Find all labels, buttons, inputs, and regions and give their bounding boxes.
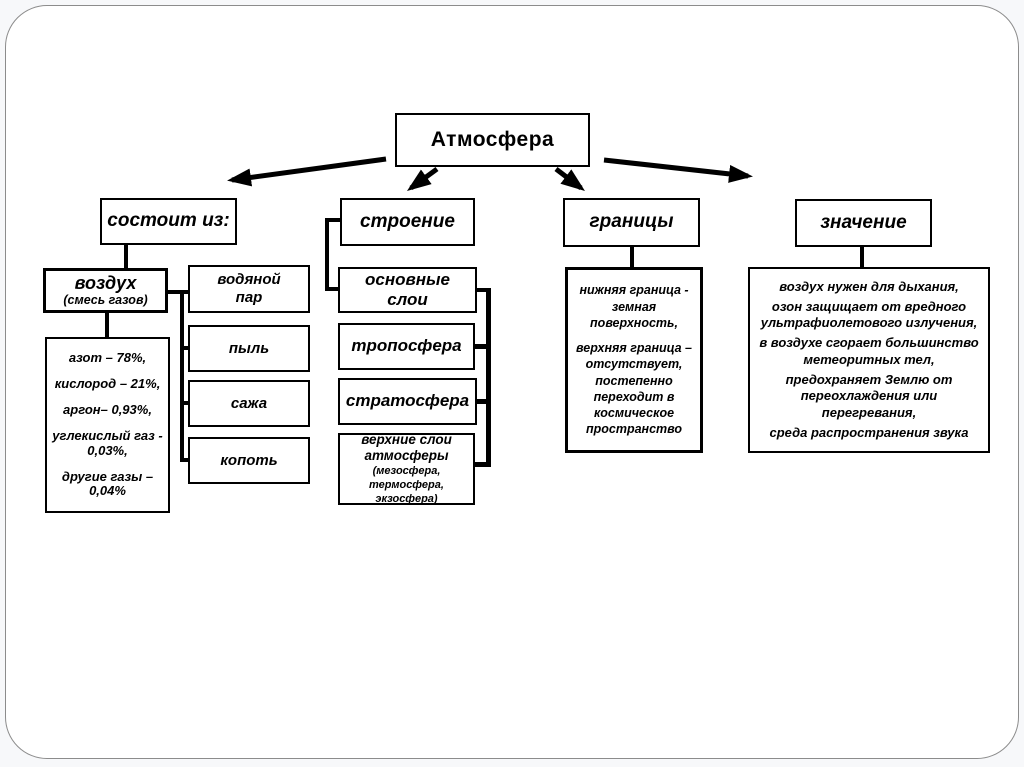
troposphere-label: тропосфера [351,336,462,356]
smut-label: копоть [220,451,278,469]
water-vapor-node: водяной пар [188,265,310,313]
importance-item-breathing: воздух нужен для дыхания, [779,278,959,294]
connector-air-trunk [168,290,188,294]
importance-item-temperature: предохраняет Землю от переохлаждения или… [785,371,953,420]
importance-item-ozone: озон защищает от вредного ультрафиолетов… [760,298,978,331]
borders-header-node: границы [563,198,700,247]
importance-item-sound: среда распространения звука [769,424,969,440]
upper-border-text: верхняя граница – отсутствует, постепенн… [576,341,692,437]
connector-composition-air [124,243,128,268]
gas-argon: аргон– 0,93%, [63,401,152,417]
upper-layers-sublabel: (мезосфера, термосфера, экзосфера) [369,465,444,505]
connector-air-gases [105,311,109,337]
air-label: воздух [74,272,137,293]
upper-layers-node: верхние слои атмосферы (мезосфера, термо… [338,431,475,505]
structure-header-label: строение [360,210,455,232]
connector-stratosphere [477,399,487,404]
importance-text-node: воздух нужен для дыхания, озон защищает … [748,267,990,453]
gas-co2: углекислый газ - 0,03%, [52,427,163,458]
connector-smut [180,458,188,462]
water-vapor-label: водяной пар [217,271,281,306]
connector-dust [180,346,188,350]
structure-bracket-vertical [325,218,329,291]
air-sublabel: (смесь газов) [63,292,148,307]
structure-bracket-bottom [325,287,338,291]
stratosphere-node: стратосфера [338,378,477,425]
gas-nitrogen: азот – 78%, [68,349,147,365]
main-layers-node: основные слои [338,267,477,313]
connector-soot [180,401,188,405]
lower-border-text: нижняя граница - земная поверхность, [579,283,689,330]
connector-borders-text [630,247,634,267]
importance-header-node: значение [795,199,932,247]
troposphere-node: тропосфера [338,323,475,370]
atmosphere-root-node: Атмосфера [395,113,590,167]
importance-header-label: значение [820,211,907,233]
main-layers-label: основные слои [365,269,450,309]
connector-importance-text [860,247,864,267]
gas-other: другие газы – 0,04% [61,468,154,499]
layers-trunk-top [477,288,490,292]
dust-label: пыль [228,339,270,357]
borders-text-node: нижняя граница - земная поверхность, вер… [565,267,703,453]
importance-item-meteors: в воздухе сгорает большинство метеоритны… [759,335,979,367]
stratosphere-label: стратосфера [345,391,470,411]
gases-node: азот – 78%, кислород – 21%, аргон– 0,93%… [45,337,170,513]
structure-header-node: строение [340,198,475,246]
connector-troposphere [475,344,487,349]
impurities-trunk-line [180,290,184,462]
gas-oxygen: кислород – 21%, [54,375,161,391]
air-node: воздух (смесь газов) [43,268,168,313]
dust-node: пыль [188,325,310,372]
upper-layers-label: верхние слои атмосферы [361,431,452,464]
borders-header-label: границы [589,211,674,233]
soot-node: сажа [188,380,310,427]
composition-header-node: состоит из: [100,198,237,245]
composition-header-label: состоит из: [107,210,230,232]
connector-upper-layers [475,462,487,467]
soot-label: сажа [230,394,268,412]
structure-bracket-top [325,218,340,222]
smut-node: копоть [188,437,310,484]
atmosphere-root-label: Атмосфера [430,128,555,152]
layers-trunk-line [486,288,491,467]
